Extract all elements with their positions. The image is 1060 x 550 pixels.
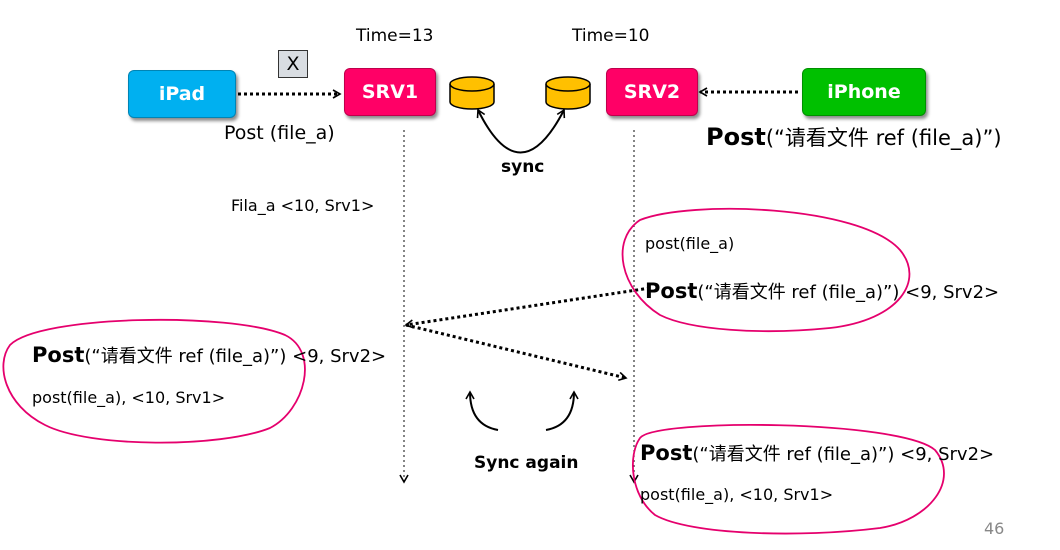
iphone-post-rest: (“请看文件 ref (file_a)”)	[765, 126, 1002, 150]
srv2-final-line1-rest: (“请看文件 ref (file_a)”) <9, Srv2>	[692, 444, 995, 465]
srv1-label: SRV1	[361, 81, 419, 103]
srv1-box-line1: Post(“请看文件 ref (file_a)”) <9, Srv2>	[32, 342, 386, 368]
sync-arrow	[476, 108, 566, 154]
page-number: 46	[984, 519, 1005, 538]
srv2-received-ellipse	[621, 207, 911, 333]
srv1-box-line1-prefix: Post	[32, 343, 85, 367]
sync-label: sync	[501, 157, 545, 177]
srv1-time: Time=13	[356, 26, 434, 46]
srv2-box-line2: Post(“请看文件 ref (file_a)”) <9, Srv2>	[645, 278, 999, 304]
iphone-post-prefix: Post	[706, 123, 766, 151]
iphone-node: iPhone	[802, 68, 926, 116]
srv2-final-line1-prefix: Post	[640, 441, 693, 465]
srv1-node: SRV1	[344, 68, 436, 116]
srv1-record: Fila_a <10, Srv1>	[231, 196, 375, 215]
srv1-box-line2: post(file_a), <10, Srv1>	[32, 388, 226, 407]
srv2-time: Time=10	[572, 26, 650, 46]
iphone-label: iPhone	[827, 81, 901, 103]
ipad-node: iPad	[128, 70, 236, 118]
srv2-box-line2-prefix: Post	[645, 279, 698, 303]
srv2-database-icon	[545, 76, 591, 110]
srv2-final-line2: post(file_a), <10, Srv1>	[640, 485, 834, 504]
srv2-box-line1: post(file_a)	[645, 234, 735, 253]
srv2-label: SRV2	[623, 81, 681, 103]
srv1-to-srv2-arrow	[405, 323, 628, 382]
sync-again-label: Sync again	[474, 453, 579, 473]
srv2-box-line2-rest: (“请看文件 ref (file_a)”) <9, Srv2>	[697, 282, 1000, 303]
cross-mark-box: X	[278, 50, 308, 78]
iphone-post-text: Post(“请看文件 ref (file_a)”)	[706, 122, 1002, 152]
ipad-label: iPad	[158, 83, 206, 105]
srv2-to-srv1-arrow	[404, 286, 651, 329]
srv1-database-icon	[449, 76, 495, 110]
ipad-post-text: Post (file_a)	[224, 122, 335, 144]
srv2-node: SRV2	[606, 68, 698, 116]
sync-again-left-arrow	[465, 390, 499, 431]
srv1-state-ellipse	[2, 318, 306, 444]
srv2-final-ellipse	[631, 423, 945, 535]
cross-mark: X	[286, 53, 300, 75]
srv2-final-line1: Post(“请看文件 ref (file_a)”) <9, Srv2>	[640, 440, 994, 466]
sync-again-right-arrow	[545, 390, 579, 431]
srv1-box-line1-rest: (“请看文件 ref (file_a)”) <9, Srv2>	[84, 346, 387, 367]
